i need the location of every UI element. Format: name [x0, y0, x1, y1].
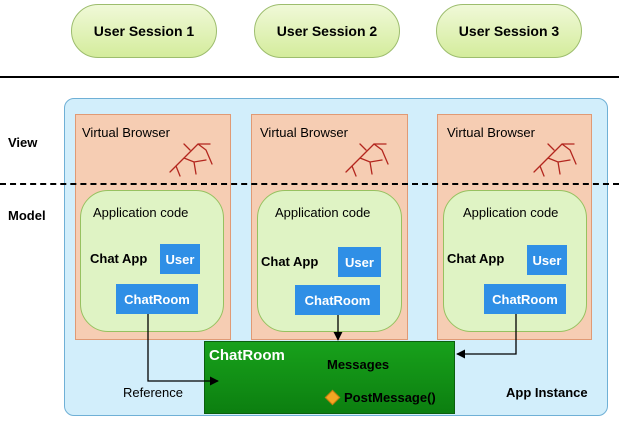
virtual-browser-2-title: Virtual Browser	[260, 125, 348, 140]
shared-chatroom-title: ChatRoom	[209, 347, 285, 364]
user-object-1: User	[160, 244, 200, 274]
session-divider-line	[0, 76, 619, 78]
user-session-3-label: User Session 3	[458, 23, 560, 39]
user-session-2: User Session 2	[254, 4, 400, 58]
chatroom-object-3-label: ChatRoom	[492, 291, 558, 307]
chatroom-object-1-label: ChatRoom	[124, 291, 190, 307]
shared-chatroom-messages: Messages	[327, 357, 390, 372]
dom-tree-icon-1	[169, 143, 213, 177]
user-object-2-label: User	[345, 254, 374, 270]
reference-arrow-1	[147, 314, 219, 386]
virtual-browser-1-title: Virtual Browser	[82, 125, 170, 140]
application-code-1-title: Application code	[93, 205, 189, 220]
user-session-1-label: User Session 1	[93, 23, 195, 39]
view-model-divider-line	[0, 183, 619, 185]
reference-label: Reference	[123, 385, 183, 400]
application-code-3-title: Application code	[463, 205, 559, 220]
view-layer-label: View	[8, 135, 38, 150]
app-instance-label: App Instance	[506, 385, 588, 400]
chat-app-2-label: Chat App	[261, 254, 319, 269]
dom-tree-icon-3	[533, 143, 577, 177]
chat-app-1-label: Chat App	[90, 251, 148, 266]
shared-chatroom-method-label: PostMessage()	[344, 390, 436, 405]
user-session-1: User Session 1	[71, 4, 217, 58]
user-object-3-label: User	[532, 252, 562, 268]
reference-arrow-3	[456, 314, 517, 359]
shared-chatroom: ChatRoom Messages PostMessage()	[204, 341, 455, 414]
shared-chatroom-method: PostMessage()	[324, 389, 436, 406]
user-session-2-label: User Session 2	[276, 23, 378, 39]
user-session-3: User Session 3	[436, 4, 582, 58]
chatroom-object-2: ChatRoom	[295, 285, 380, 315]
chatroom-object-2-label: ChatRoom	[304, 292, 371, 308]
user-object-3: User	[527, 245, 567, 275]
virtual-browser-3-title: Virtual Browser	[447, 125, 535, 140]
user-object-1-label: User	[165, 251, 195, 267]
application-code-2-title: Application code	[275, 205, 371, 220]
chat-app-3-label: Chat App	[447, 251, 505, 266]
chatroom-object-3: ChatRoom	[484, 284, 566, 314]
dom-tree-icon-2	[345, 143, 389, 177]
chatroom-object-1: ChatRoom	[116, 284, 198, 314]
model-layer-label: Model	[8, 208, 46, 223]
user-object-2: User	[338, 247, 381, 277]
